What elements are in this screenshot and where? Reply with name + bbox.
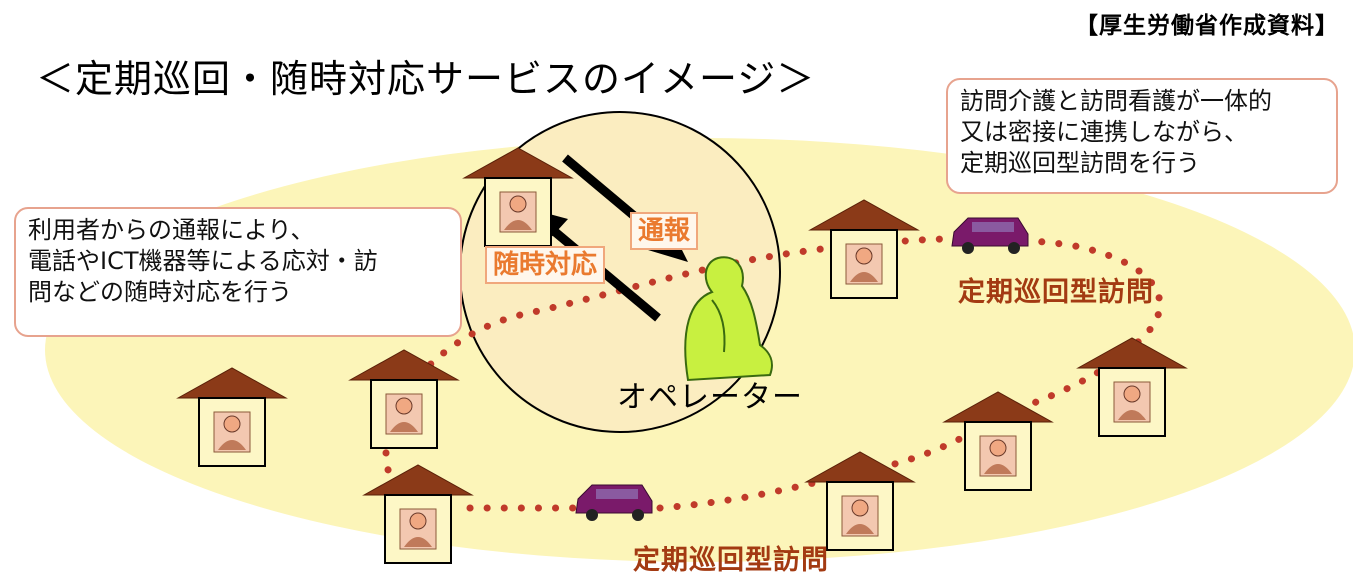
on-demand-label: 随時対応 xyxy=(485,246,606,284)
visit-car-icon xyxy=(951,217,1029,254)
house-icon xyxy=(362,464,474,564)
operator-figure xyxy=(684,256,773,382)
callout-line: 訪問介護と訪問看護が一体的 xyxy=(960,87,1272,115)
patrol-visit-label: 定期巡回型訪問 xyxy=(958,277,1154,308)
callout-line: 利用者からの通報により、 xyxy=(28,216,315,244)
house-icon xyxy=(176,367,288,467)
house-icon xyxy=(1076,337,1188,437)
callout-line: 問などの随時対応を行う xyxy=(28,278,292,306)
callout-line: 電話やICT機器等による応対・訪 xyxy=(28,247,378,275)
callout-line: 又は密接に連携しながら、 xyxy=(960,118,1248,146)
page-title: ＜定期巡回・随時対応サービスのイメージ＞ xyxy=(36,57,816,101)
report-label: 通報 xyxy=(630,212,699,250)
patrol-callout: 訪問介護と訪問看護が一体的 又は密接に連携しながら、 定期巡回型訪問を行う xyxy=(946,78,1338,194)
callout-line: 定期巡回型訪問を行う xyxy=(960,149,1200,177)
on-demand-callout: 利用者からの通報により、 電話やICT機器等による応対・訪 問などの随時対応を行… xyxy=(14,207,462,337)
source-note: 【厚生労働省作成資料】 xyxy=(1075,13,1339,39)
house-icon xyxy=(348,349,460,449)
house-icon xyxy=(808,199,920,299)
visit-car-icon xyxy=(575,484,653,521)
house-icon xyxy=(462,147,574,247)
patrol-visit-label: 定期巡回型訪問 xyxy=(633,545,829,576)
house-icon xyxy=(942,391,1054,491)
operator-label: オペレーター xyxy=(617,380,803,415)
house-icon xyxy=(804,451,916,551)
